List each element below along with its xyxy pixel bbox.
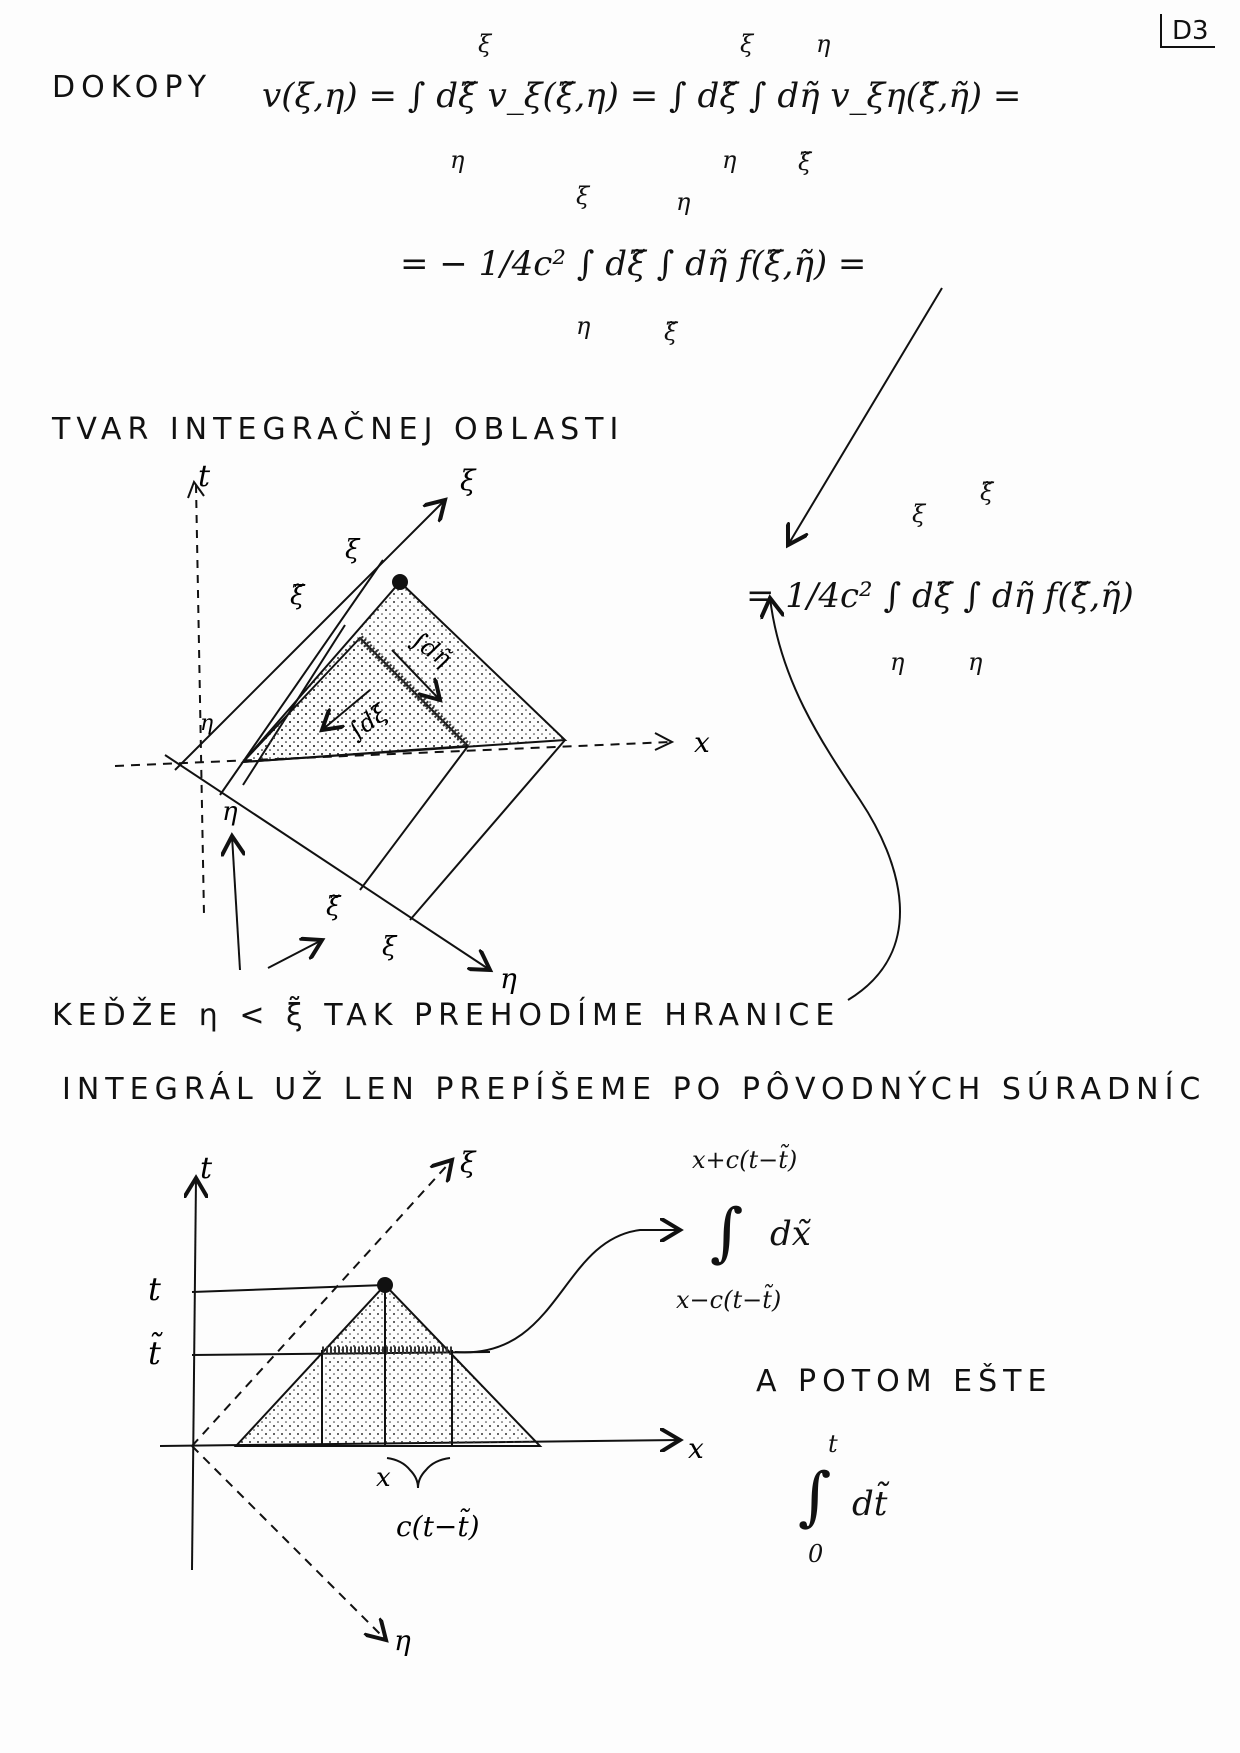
brace [386,1457,451,1489]
int-t-upper-limit: t [828,1430,838,1458]
equation-3: = 1/4c² ∫ dξ̃ ∫ dη̃ f(ξ̃,η̃) [746,576,1134,616]
curved-arrow-limits-to-eq3 [770,598,901,1001]
diag2-axis-eta: η [394,1624,411,1657]
diag2-axis-t: t [200,1151,213,1186]
int-t-sign: ∫ [798,1460,832,1534]
eq2-limit-upper-1: ξ [576,182,590,210]
diag2-axis-xi: ξ [460,1146,477,1179]
diag1-label-xi-tilde-lower: ξ̃ [326,892,342,922]
page-number: D3 [1160,14,1215,48]
eq1-limit-upper-3: η [816,30,831,58]
diag1-label-xi-tilde: ξ̃ [290,581,306,611]
diag1-axis-t: t [198,459,211,494]
int-t-integrand: dt̃ [852,1484,888,1524]
diagram-region-rotated: t x ξ η ξ ξ̃ η η ξ̃ ξ ∫dη̃ ∫dξ̃ [114,459,710,995]
eq1-limit-lower-3: ξ̃ [798,148,812,176]
eq1-limit-lower-2: η [722,146,737,174]
diag2-brace-label: c(t−t̃) [396,1508,480,1543]
diag1-axis-eta: η [500,962,517,995]
heading-rewrite-original-coords: INTEGRÁL UŽ LEN PREPÍŠEME PO PÔVODNÝCH S… [62,1072,1207,1107]
equation-2: = − 1/4c² ∫ dξ̃ ∫ dη̃ f(ξ̃,η̃) = [400,244,867,284]
int-x-sign: ∫ [710,1196,744,1270]
eq3-limit-lower-1: η [890,648,905,676]
diag2-tick-t: t [148,1270,161,1308]
a-potom-este-label: A POTOM EŠTE [756,1364,1053,1399]
diag2-tick-t-tilde: t̃ [148,1333,164,1372]
diag1-axis-x: x [694,726,710,759]
eq3-limit-upper-1: ξ [912,500,926,528]
int-x-upper-limit: x+c(t−t̃) [692,1146,798,1174]
eq1-limit-upper-2: ξ [740,30,754,58]
eq3-limit-lower-2: η [968,648,983,676]
diag2-tick-x: x [376,1463,391,1493]
eq3-limit-upper-2: ξ̃ [980,478,994,506]
int-t-lower-limit: 0 [808,1540,824,1568]
heading-swap-limits: KEĎŽE η < ξ̃ TAK PREHODÍME HRANICE [52,998,841,1033]
heading-integration-region: TVAR INTEGRAČNEJ OBLASTI [52,412,625,447]
arrow-eq2-to-eq3 [788,287,943,545]
eq2-limit-lower-1: η [576,312,591,340]
equation-1: v(ξ,η) = ∫ dξ̃ v_ξ(ξ̃,η) = ∫ dξ̃ ∫ dη̃ v… [262,76,1022,116]
diag1-axis-xi: ξ [460,464,477,497]
diagram-region-original: t x ξ η t t̃ x c(t−t̃) [148,1146,704,1657]
eq2-limit-upper-2: η [676,188,691,216]
diag2-axis-x: x [688,1432,704,1465]
int-x-integrand: dx̃ [770,1214,811,1254]
eq1-limit-upper-1: ξ [478,30,492,58]
int-x-lower-limit: x−c(t−t̃) [676,1286,782,1314]
eq2-limit-lower-2: ξ̃ [664,318,678,346]
diag1-label-eta-lower: η [222,797,238,827]
diag1-label-xi: ξ [345,535,361,565]
eq1-limit-lower-1: η [450,146,465,174]
diag1-label-xi-lower: ξ [382,932,398,962]
diag1-label-eta: η [200,711,213,736]
dokopy-label: DOKOPY [52,70,213,105]
